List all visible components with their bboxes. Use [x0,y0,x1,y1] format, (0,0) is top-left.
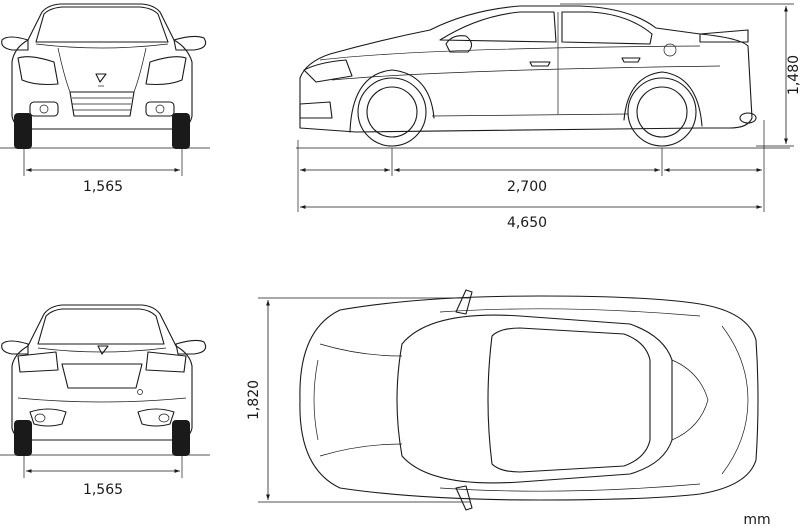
wheelbase-label: 2,700 [507,179,547,195]
front-view [0,3,210,149]
side-dimensions: 2,700 4,650 [297,120,765,231]
side-view [296,5,790,149]
front-track-label: 1,565 [83,179,123,195]
rear-track-label: 1,565 [83,482,123,498]
overall-length-label: 4,650 [507,215,547,231]
overall-width-label: 1,820 [246,380,262,420]
rear-view [0,304,210,456]
top-view [299,289,759,511]
height-dimension: 1,480 [560,3,800,147]
unit-label: mm [743,512,770,528]
front-track-dimension: 1,565 [23,130,183,195]
width-dimension: 1,820 [246,297,470,503]
rear-track-dimension: 1,565 [23,440,183,498]
overall-height-label: 1,480 [786,55,800,95]
